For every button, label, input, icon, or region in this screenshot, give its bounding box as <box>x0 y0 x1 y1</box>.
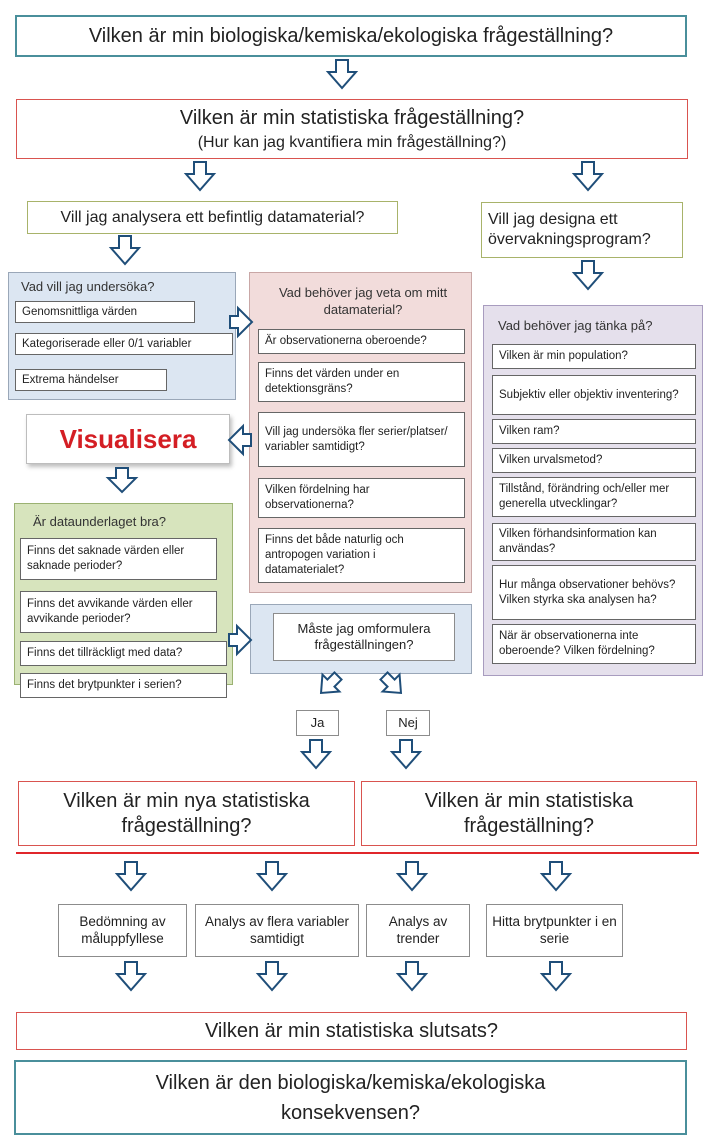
think-item: När är observationerna inte oberoende? V… <box>492 624 696 664</box>
section-divider <box>16 852 699 854</box>
arrow-down-icon <box>395 861 429 892</box>
method-text: Analys av flera variabler samtidigt <box>204 913 350 946</box>
think-item: Vilken är min population? <box>492 344 696 369</box>
method-text: Hitta brytpunkter i en serie <box>492 913 617 946</box>
method-box: Analys av trender <box>366 904 470 957</box>
analyse-existing-data-text: Vill jag analysera ett befintlig datamat… <box>60 208 365 226</box>
know-data-item: Är observationerna oberoende? <box>258 329 465 354</box>
method-text: Analys av trender <box>388 913 448 946</box>
know-data-item: Finns det värden under en detektionsgrän… <box>258 362 465 402</box>
design-monitoring-text: Vill jag designa ett övervakningsprogram… <box>488 211 651 248</box>
arrow-right-icon <box>229 305 254 339</box>
biological-question-text: Vilken är min biologiska/kemiska/ekologi… <box>88 24 614 47</box>
study-panel: Vad vill jag undersöka? Genomsnittliga v… <box>8 272 236 400</box>
think-panel-title: Vad behöver jag tänka på? <box>498 318 653 333</box>
arrow-right-icon <box>228 623 253 657</box>
study-item: Genomsnittliga värden <box>15 301 195 323</box>
yes-text: Ja <box>310 714 325 730</box>
arrow-down-icon <box>571 161 605 192</box>
new-question-text: Vilken är min nya statistiska frågeställ… <box>63 789 310 837</box>
reformulate-panel: Måste jag omformulera frågeställningen? <box>250 604 472 674</box>
arrow-down-right-icon <box>379 671 403 695</box>
consequence-text: Vilken är den biologiska/kemiska/ekologi… <box>155 1071 546 1124</box>
conclusion-box: Vilken är min statistiska slutsats? <box>16 1012 687 1050</box>
same-question-box: Vilken är min statistiska frågeställning… <box>361 781 697 846</box>
know-data-item: Vill jag undersöka fler serier/platser/ … <box>258 412 465 467</box>
arrow-down-icon <box>255 961 289 992</box>
think-panel: Vad behöver jag tänka på? Vilken är min … <box>483 305 703 676</box>
think-item: Vilken urvalsmetod? <box>492 448 696 473</box>
same-question-text: Vilken är min statistiska frågeställning… <box>424 789 634 837</box>
statistical-question-box: Vilken är min statistiska frågeställning… <box>16 99 688 159</box>
analyse-existing-data-box: Vill jag analysera ett befintlig datamat… <box>27 201 398 234</box>
think-item: Vilken förhandsinformation kan användas? <box>492 523 696 561</box>
visualise-box: Visualisera <box>26 414 230 464</box>
arrow-down-icon <box>114 961 148 992</box>
arrow-down-icon <box>255 861 289 892</box>
consequence-box: Vilken är den biologiska/kemiska/ekologi… <box>14 1060 687 1135</box>
arrow-down-icon <box>389 739 423 770</box>
think-item: Tillstånd, förändring och/eller mer gene… <box>492 477 696 517</box>
method-box: Hitta brytpunkter i en serie <box>486 904 623 957</box>
method-box: Analys av flera variabler samtidigt <box>195 904 359 957</box>
data-quality-item: Finns det tillräckligt med data? <box>20 641 227 666</box>
arrow-down-icon <box>105 467 139 494</box>
arrow-down-icon <box>539 961 573 992</box>
arrow-down-icon <box>299 739 333 770</box>
arrow-down-icon <box>571 260 605 291</box>
data-quality-item: Finns det brytpunkter i serien? <box>20 673 227 698</box>
know-data-panel-title: Vad behöver jag veta om mitt datamateria… <box>278 285 448 317</box>
arrow-down-icon <box>539 861 573 892</box>
data-quality-panel-title: Är dataunderlaget bra? <box>33 514 166 529</box>
arrow-down-icon <box>325 59 359 90</box>
arrow-down-icon <box>114 861 148 892</box>
conclusion-text: Vilken är min statistiska slutsats? <box>204 1019 499 1042</box>
biological-question-box: Vilken är min biologiska/kemiska/ekologi… <box>15 15 687 57</box>
visualise-text: Visualisera <box>59 423 197 454</box>
arrow-down-left-icon <box>319 671 343 695</box>
know-data-item: Vilken fördelning har observationerna? <box>258 478 465 518</box>
design-monitoring-box: Vill jag designa ett övervakningsprogram… <box>481 202 683 258</box>
method-text: Bedömning av måluppfyllese <box>79 913 166 946</box>
reformulate-box: Måste jag omformulera frågeställningen? <box>273 613 455 661</box>
no-text: Nej <box>398 714 418 730</box>
arrow-left-icon <box>227 423 252 457</box>
statistical-question-text: Vilken är min statistiska frågeställning… <box>179 106 525 129</box>
study-panel-title: Vad vill jag undersöka? <box>21 279 155 294</box>
data-quality-item: Finns det saknade värden eller saknade p… <box>20 538 217 580</box>
statistical-question-subtext: (Hur kan jag kvantifiera min frågeställn… <box>197 133 507 151</box>
arrow-down-icon <box>183 161 217 192</box>
new-question-box: Vilken är min nya statistiska frågeställ… <box>18 781 355 846</box>
no-box: Nej <box>386 710 430 736</box>
think-item: Hur många observationer behövs? Vilken s… <box>492 565 696 620</box>
data-quality-item: Finns det avvikande värden eller avvikan… <box>20 591 217 633</box>
yes-box: Ja <box>296 710 339 736</box>
know-data-panel: Vad behöver jag veta om mitt datamateria… <box>249 272 472 593</box>
study-item: Kategoriserade eller 0/1 variabler <box>15 333 233 355</box>
study-item: Extrema händelser <box>15 369 167 391</box>
think-item: Subjektiv eller objektiv inventering? <box>492 375 696 415</box>
data-quality-panel: Är dataunderlaget bra? Finns det saknade… <box>14 503 233 698</box>
think-item: Vilken ram? <box>492 419 696 444</box>
know-data-item: Finns det både naturlig och antropogen v… <box>258 528 465 583</box>
reformulate-text: Måste jag omformulera frågeställningen? <box>297 620 431 652</box>
method-box: Bedömning av måluppfyllese <box>58 904 187 957</box>
arrow-down-icon <box>395 961 429 992</box>
arrow-down-icon <box>108 235 142 266</box>
